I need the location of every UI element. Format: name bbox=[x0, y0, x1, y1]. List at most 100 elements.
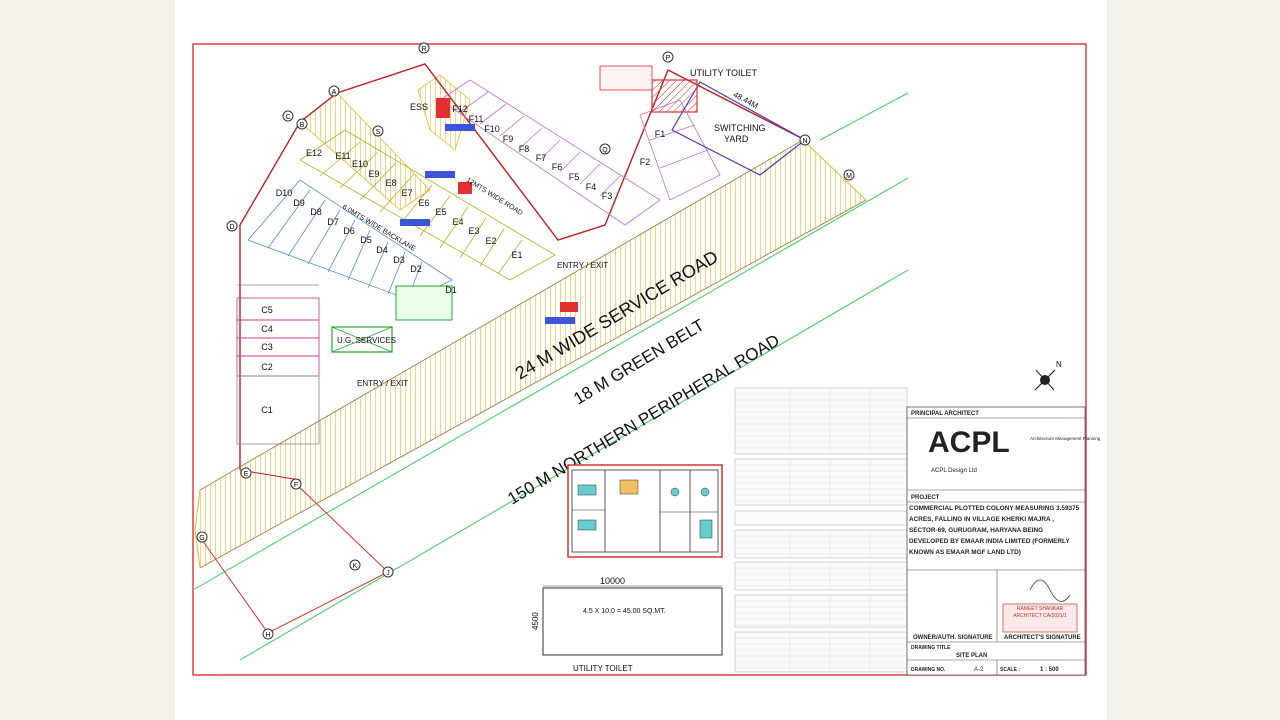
svg-text:A: A bbox=[332, 89, 337, 96]
svg-text:D2: D2 bbox=[410, 264, 422, 274]
svg-text:Architecture Management Planni: Architecture Management Planning bbox=[1030, 436, 1101, 441]
svg-text:D10: D10 bbox=[276, 188, 293, 198]
svg-text:C1: C1 bbox=[261, 405, 273, 415]
svg-text:DRAWING TITLE: DRAWING TITLE bbox=[911, 645, 951, 651]
site-boundary bbox=[239, 63, 806, 470]
area-tables bbox=[734, 387, 908, 673]
svg-text:F3: F3 bbox=[602, 191, 613, 201]
svg-text:E3: E3 bbox=[468, 226, 479, 236]
svg-text:10000: 10000 bbox=[600, 576, 625, 586]
svg-text:PRINCIPAL ARCHITECT: PRINCIPAL ARCHITECT bbox=[911, 411, 979, 417]
svg-text:ESS: ESS bbox=[410, 102, 428, 112]
svg-text:B: B bbox=[300, 122, 305, 129]
svg-text:F: F bbox=[294, 482, 298, 489]
svg-text:E6: E6 bbox=[418, 198, 429, 208]
svg-text:UTILITY TOILET: UTILITY TOILET bbox=[573, 664, 633, 673]
toilet-floor-plan bbox=[567, 464, 723, 558]
svg-text:D5: D5 bbox=[360, 235, 372, 245]
svg-text:F11: F11 bbox=[469, 114, 484, 124]
area-table-rows bbox=[735, 388, 907, 672]
e-block-labels: E12 E11 E10 E9 E8 E7 E6 E5 E4 E3 E2 E1 bbox=[306, 148, 523, 260]
svg-text:D8: D8 bbox=[310, 207, 322, 217]
svg-text:P: P bbox=[666, 55, 671, 62]
svg-text:F5: F5 bbox=[569, 172, 580, 182]
north-arrow-icon: N bbox=[1034, 360, 1062, 391]
green-belt-line-3 bbox=[819, 92, 909, 141]
svg-text:F10: F10 bbox=[484, 124, 500, 134]
point-markers: A B C D E F G H J K M N P Q R S bbox=[196, 42, 855, 640]
svg-text:OWNER/AUTH. SIGNATURE: OWNER/AUTH. SIGNATURE bbox=[913, 635, 993, 641]
c-block-labels: C5 C4 C3 C2 C1 bbox=[261, 305, 273, 415]
svg-text:S: S bbox=[376, 129, 381, 136]
svg-text:A-2: A-2 bbox=[974, 667, 984, 673]
svg-text:U.G. SERVICES: U.G. SERVICES bbox=[337, 336, 396, 345]
switching-yard bbox=[671, 81, 807, 176]
svg-text:E4: E4 bbox=[452, 217, 463, 227]
svg-text:E12: E12 bbox=[306, 148, 322, 158]
architect-stamp: RAMEET SHANKAR ARCHITECT CA/2021/1 bbox=[1013, 606, 1067, 619]
svg-text:1 : 500: 1 : 500 bbox=[1040, 667, 1059, 673]
svg-text:UTILITY TOILET: UTILITY TOILET bbox=[690, 68, 758, 78]
svg-text:E11: E11 bbox=[335, 151, 350, 161]
svg-text:J: J bbox=[386, 570, 390, 577]
svg-text:PROJECT: PROJECT bbox=[911, 495, 940, 501]
svg-text:ACPL Design Ltd: ACPL Design Ltd bbox=[931, 468, 977, 474]
entry-triangle bbox=[199, 483, 389, 634]
title-block: PRINCIPAL ARCHITECT ACPL Architecture Ma… bbox=[906, 406, 1101, 676]
utility-toilet-top-box bbox=[651, 79, 698, 113]
e-block bbox=[299, 129, 556, 281]
svg-text:F9: F9 bbox=[503, 134, 514, 144]
svg-text:ACPL: ACPL bbox=[928, 426, 1010, 459]
svg-text:C2: C2 bbox=[261, 362, 273, 372]
utility-toilet-detail: 10000 4.5 X 10.0 = 45.00 SQ.MT. 4500 UTI… bbox=[531, 576, 723, 673]
svg-text:ENTRY / EXIT: ENTRY / EXIT bbox=[357, 379, 408, 388]
svg-text:C3: C3 bbox=[261, 342, 273, 352]
svg-text:Q: Q bbox=[602, 147, 608, 154]
svg-text:E: E bbox=[244, 471, 249, 478]
svg-text:D1: D1 bbox=[445, 285, 457, 295]
svg-text:N: N bbox=[802, 138, 807, 145]
svg-text:D7: D7 bbox=[327, 217, 339, 227]
svg-text:E5: E5 bbox=[435, 207, 446, 217]
svg-text:F6: F6 bbox=[552, 162, 563, 172]
f-block-labels: F12 F11 F10 F9 F8 F7 F6 F5 F4 F3 F2 F1 bbox=[452, 104, 665, 201]
f-block bbox=[439, 79, 721, 226]
svg-text:E9: E9 bbox=[368, 169, 379, 179]
svg-text:E10: E10 bbox=[352, 159, 368, 169]
svg-text:F12: F12 bbox=[452, 104, 468, 114]
svg-text:K: K bbox=[353, 563, 358, 570]
svg-text:N: N bbox=[1056, 360, 1062, 369]
svg-text:F7: F7 bbox=[536, 153, 547, 163]
svg-text:4500: 4500 bbox=[531, 612, 540, 630]
svg-text:C5: C5 bbox=[261, 305, 273, 315]
svg-text:R: R bbox=[421, 46, 426, 53]
svg-text:D: D bbox=[229, 224, 234, 231]
svg-text:M: M bbox=[846, 173, 852, 180]
svg-text:C: C bbox=[285, 114, 290, 121]
svg-text:ENTRY / EXIT: ENTRY / EXIT bbox=[557, 261, 608, 270]
svg-text:DRAWING NO.: DRAWING NO. bbox=[911, 667, 946, 673]
sheet-border bbox=[192, 43, 1087, 676]
svg-text:G: G bbox=[199, 535, 204, 542]
svg-text:F1: F1 bbox=[655, 129, 666, 139]
svg-text:E1: E1 bbox=[511, 250, 522, 260]
svg-text:F8: F8 bbox=[519, 144, 530, 154]
svg-text:D3: D3 bbox=[393, 255, 405, 265]
c-block bbox=[236, 297, 320, 445]
svg-text:F2: F2 bbox=[640, 157, 651, 167]
svg-text:D6: D6 bbox=[343, 226, 355, 236]
svg-text:4.5 X 10.0 = 45.00 SQ.MT.: 4.5 X 10.0 = 45.00 SQ.MT. bbox=[583, 608, 666, 615]
svg-text:C4: C4 bbox=[261, 324, 273, 334]
d-block-labels: D10 D9 D8 D7 D6 D5 D4 D3 D2 D1 bbox=[276, 188, 457, 295]
svg-text:E7: E7 bbox=[401, 188, 412, 198]
svg-text:SCALE :: SCALE : bbox=[1000, 667, 1020, 673]
svg-text:ARCHITECT'S SIGNATURE: ARCHITECT'S SIGNATURE bbox=[1004, 635, 1081, 641]
svg-text:SWITCHING: SWITCHING bbox=[714, 123, 766, 133]
svg-text:H: H bbox=[265, 632, 270, 639]
drawing-sheet: A B C D E F G H J K M N P Q R S C5 C4 C3… bbox=[175, 0, 1107, 720]
svg-text:D9: D9 bbox=[293, 198, 305, 208]
service-road-band bbox=[194, 139, 867, 569]
svg-text:SITE PLAN: SITE PLAN bbox=[956, 653, 987, 659]
svg-text:D4: D4 bbox=[376, 245, 388, 255]
ug-services-box bbox=[331, 326, 393, 353]
